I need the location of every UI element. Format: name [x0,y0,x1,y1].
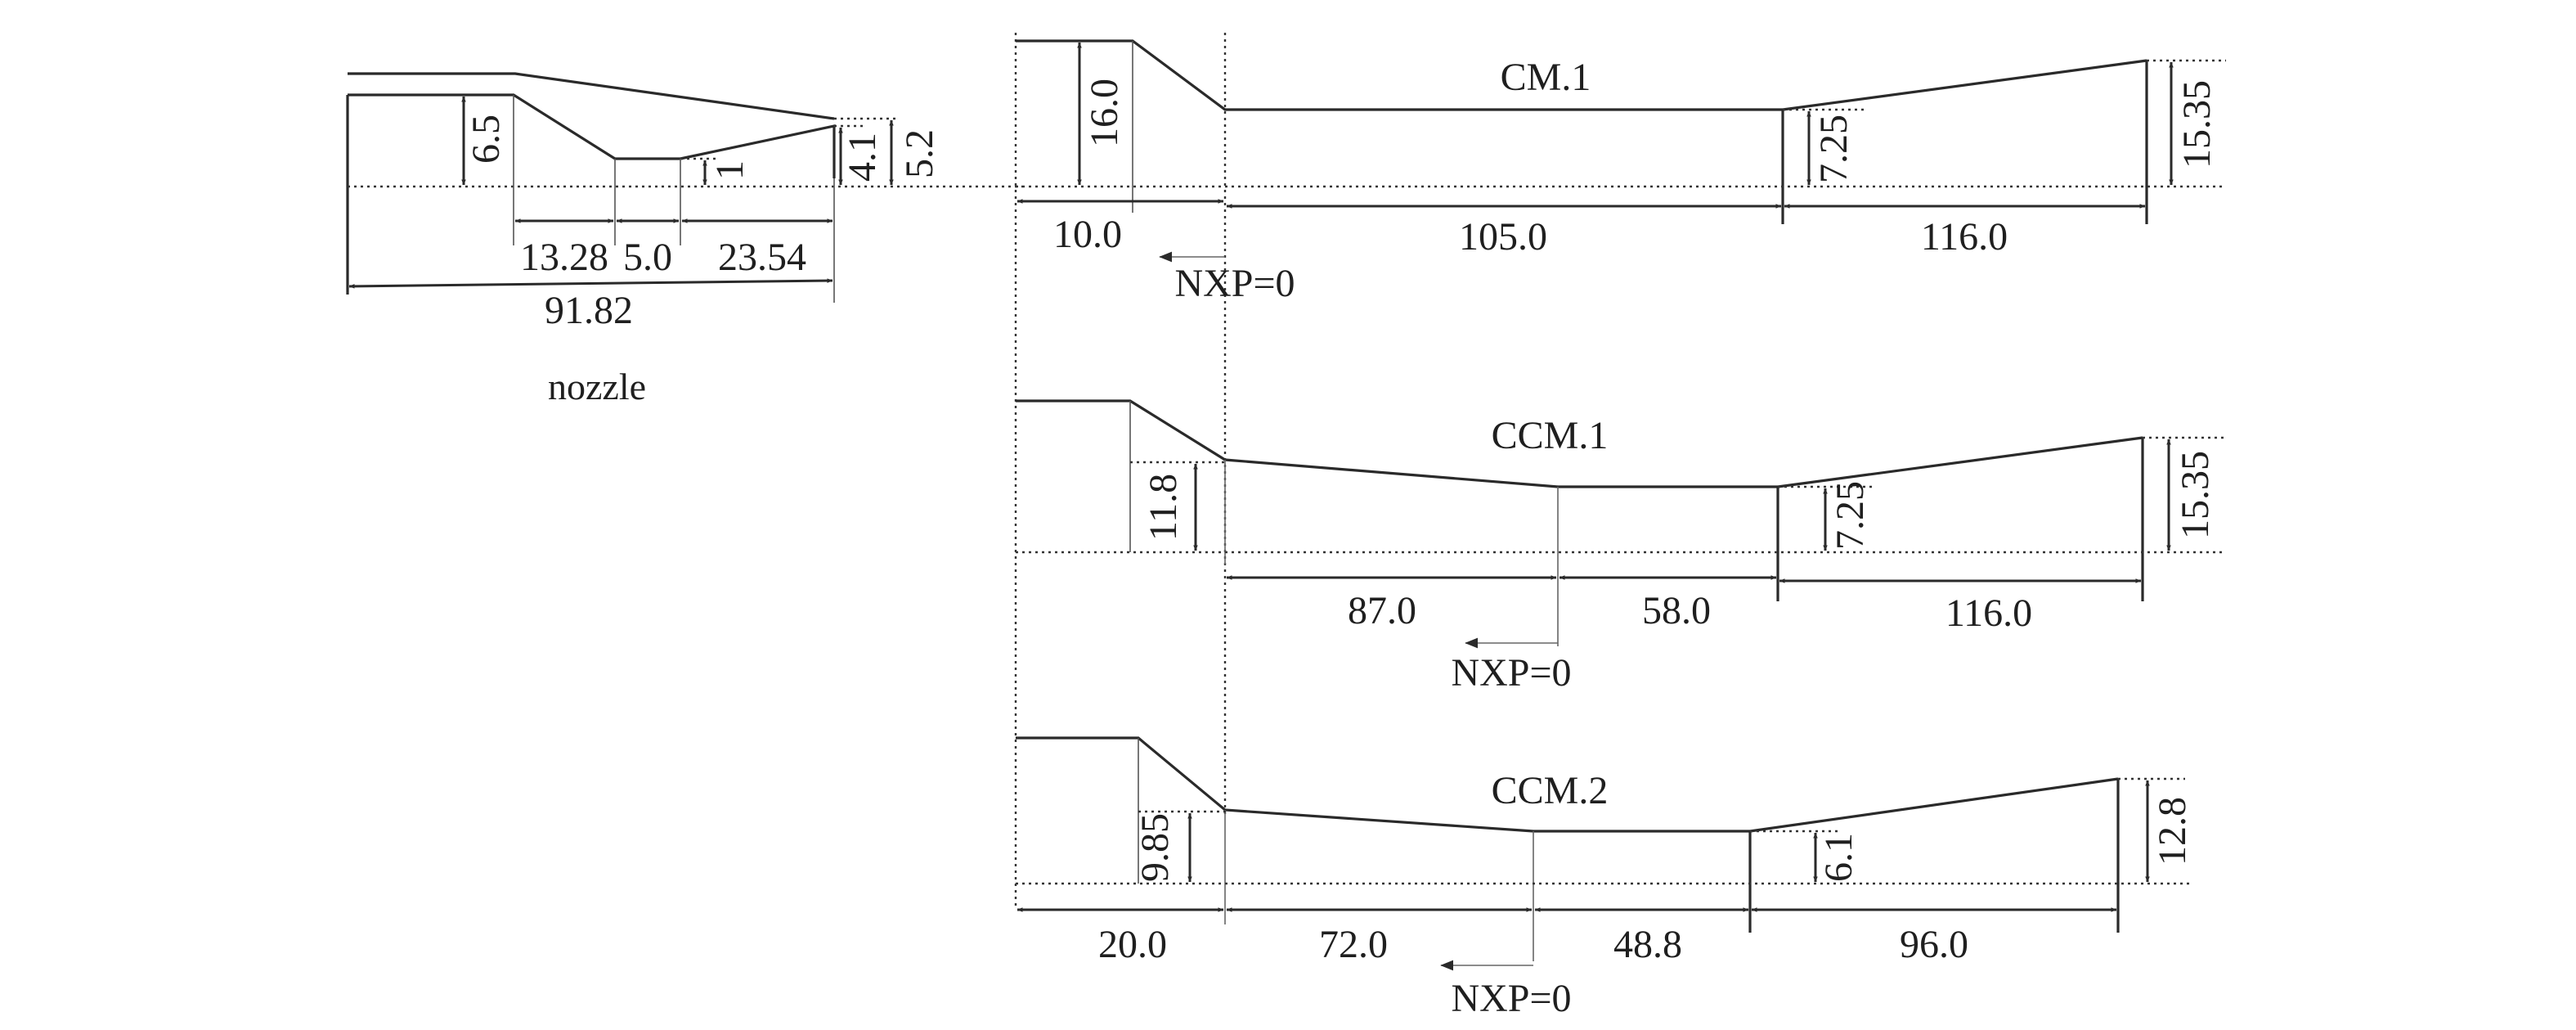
dim-ccm2-exit-height: 12.8 [2151,797,2194,866]
dim-cm1-mixing-length: 105.0 [1459,215,1547,259]
dim-ccm1-inlet-height: 11.8 [1142,474,1185,541]
dim-cm1-exit-height: 15.35 [2175,80,2219,169]
dim-nozzle-total-length: 91.82 [545,289,633,332]
ccm1-wall [1016,399,2143,488]
dim-nozzle-diverging-length: 23.54 [718,236,806,279]
cm1-nxp-label: NXP=0 [1174,262,1295,305]
dim-ccm1-exit-height: 15.35 [2174,451,2217,539]
dim-cm1-inlet-length: 10.0 [1053,213,1122,256]
nozzle-caption: nozzle [548,366,646,407]
dim-ccm2-throat-length: 48.8 [1613,923,1682,966]
dim-ccm1-throat-height: 7.25 [1829,481,1872,550]
dim-ccm1-diffuser-length: 116.0 [1945,591,2032,635]
dim-nozzle-throat-height: 1 [708,160,752,180]
dim-ccm2-inlet-height: 9.85 [1133,813,1177,882]
ccm2-drawing: CCM.2 9.85 6.1 12.8 20.0 72.0 48.8 96.0 … [1016,736,2194,1020]
cm1-drawing: CM.1 16.0 7.25 15.35 10.0 105.0 116.0 NX… [1016,39,2226,305]
dim-nozzle-throat-length: 5.0 [623,236,672,279]
ccm2-title: CCM.2 [1492,769,1609,812]
dim-cm1-inlet-height: 16.0 [1083,79,1126,147]
dim-ccm1-converging-length: 87.0 [1348,589,1416,632]
dim-nozzle-exit-inner-height: 4.1 [841,133,884,182]
dim-cm1-diffuser-length: 116.0 [1921,215,2008,259]
dim-arrow [348,278,833,289]
dim-ccm2-inlet-length: 20.0 [1098,923,1167,966]
dim-nozzle-exit-outer-height: 5.2 [898,129,941,178]
ccm2-wall [1016,736,2119,833]
dim-nozzle-converging-length: 13.28 [520,236,608,279]
dim-cm1-throat-height: 7.25 [1812,115,1856,183]
nozzle-drawing: 6.5 1 4.1 5.2 13.28 5.0 23.54 91.82 nozz… [346,72,1022,407]
dim-ccm1-throat-length: 58.0 [1642,589,1711,632]
ccm1-nxp-label: NXP=0 [1451,651,1571,695]
ccm1-drawing: CCM.1 11.8 7.25 15.35 87.0 58.0 116.0 NX… [1016,399,2226,695]
dim-ccm2-throat-height: 6.1 [1817,833,1860,882]
cm1-wall [1016,39,2147,111]
dim-ccm2-converging-length: 72.0 [1319,923,1388,966]
ccm1-title: CCM.1 [1492,414,1609,457]
nozzle-inner-wall [348,93,836,178]
nozzle-outer-wall [348,72,835,120]
dim-nozzle-inlet-height: 6.5 [464,115,508,164]
ccm2-nxp-label: NXP=0 [1451,977,1571,1020]
cm1-title: CM.1 [1501,56,1591,99]
dim-ccm2-diffuser-length: 96.0 [1900,923,1968,966]
